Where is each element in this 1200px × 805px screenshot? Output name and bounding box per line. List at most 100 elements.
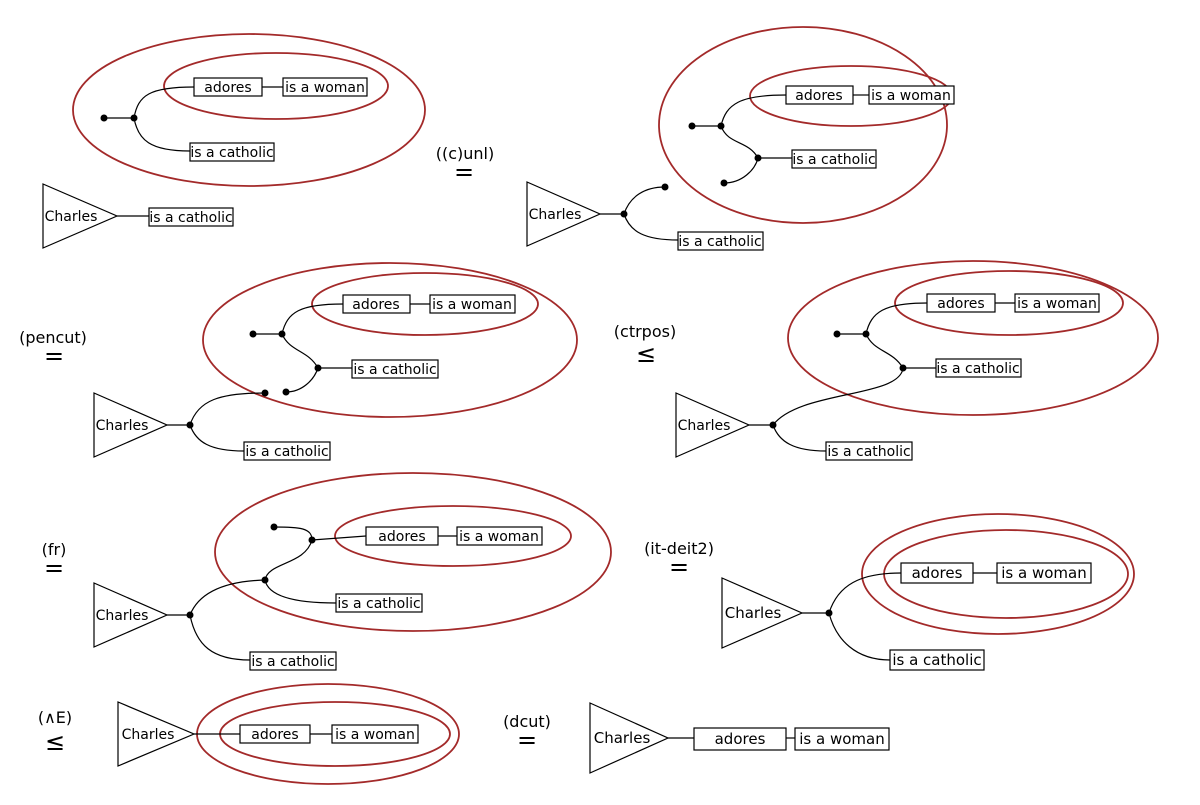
wire	[828, 572, 902, 614]
charles-triangle	[42, 183, 119, 249]
panel-5: adores is a woman is a catholic Charles …	[93, 472, 612, 671]
relation-symbol: =	[669, 553, 689, 581]
box-adores	[785, 85, 854, 105]
box-is-a-woman-label: is a woman	[432, 297, 512, 313]
box-is-a-catholic	[791, 149, 877, 169]
node-dot	[314, 364, 322, 372]
wire	[273, 526, 313, 541]
wire	[133, 86, 195, 119]
wire	[865, 302, 928, 335]
node-dot	[186, 611, 194, 619]
box-is-a-catholic-label: is a catholic	[251, 654, 334, 670]
charles-label: Charles	[725, 604, 782, 622]
relation-symbol: ≤	[45, 728, 65, 756]
box-adores-label: adores	[715, 730, 766, 748]
charles-triangle	[93, 582, 169, 648]
box-is-a-woman	[868, 85, 955, 105]
rule-label: (fr)	[42, 540, 67, 559]
box-adores-label: adores	[378, 529, 425, 545]
node-dot	[899, 364, 907, 372]
box-is-a-catholic	[189, 142, 275, 162]
box-adores	[926, 293, 996, 313]
wire	[720, 94, 787, 127]
box-is-a-catholic	[351, 359, 439, 379]
wire	[623, 186, 666, 215]
node-dot	[825, 609, 833, 617]
wire	[828, 612, 891, 661]
node-dot	[308, 536, 316, 544]
box-is-a-woman-label: is a woman	[871, 88, 951, 104]
charles-triangle	[117, 701, 196, 767]
charles-label: Charles	[96, 418, 149, 434]
wire	[772, 367, 904, 426]
box-is-a-woman	[429, 294, 516, 314]
wire	[189, 392, 266, 426]
box-is-a-woman	[794, 727, 890, 751]
cut-outer	[861, 513, 1135, 635]
charles-label: Charles	[678, 418, 731, 434]
wire	[264, 539, 313, 581]
box-adores	[900, 562, 974, 584]
cut-inner	[334, 505, 572, 567]
relation-symbol: =	[517, 726, 537, 754]
box-adores-label: adores	[204, 80, 251, 96]
box-is-a-catholic	[825, 441, 913, 461]
rule-label: (∧E)	[38, 708, 72, 727]
node-dot	[100, 114, 108, 122]
panel-8: Charles adores is a woman	[589, 702, 890, 774]
box-is-a-woman-label: is a woman	[459, 529, 539, 545]
rule-label: (it-deit2)	[644, 539, 714, 558]
box-is-a-woman	[456, 526, 543, 546]
box-is-a-catholic-label: is a catholic	[792, 152, 875, 168]
box-is-a-woman	[996, 562, 1092, 584]
box-adores-label: adores	[912, 564, 963, 582]
cut-inner	[163, 52, 389, 120]
node-dot	[769, 421, 777, 429]
box-adores	[342, 294, 411, 314]
box-is-a-catholic	[243, 441, 331, 461]
box-is-a-catholic	[677, 231, 764, 251]
cut-outer	[202, 262, 578, 418]
wire	[623, 213, 679, 241]
box-adores-label: adores	[251, 727, 298, 743]
rule-label: ((c)unl)	[436, 144, 495, 163]
box-is-a-catholic-label: is a catholic	[190, 145, 273, 161]
node-dot	[862, 330, 870, 338]
box-is-a-catholic-label: is a catholic	[353, 362, 436, 378]
cut-outer	[72, 33, 426, 187]
panel-3: adores is a woman is a catholic Charles …	[93, 262, 578, 461]
box-adores	[365, 526, 439, 546]
box-is-a-catholic-label: is a catholic	[337, 596, 420, 612]
node-dot	[278, 330, 286, 338]
box-is-a-woman-label: is a woman	[1001, 564, 1086, 582]
box-is-a-woman-label: is a woman	[1017, 296, 1097, 312]
wire	[281, 333, 319, 369]
box-is-a-woman	[282, 77, 368, 97]
cut-inner	[894, 270, 1124, 336]
charles-triangle	[675, 392, 751, 458]
panel-1: adores is a woman is a catholic Charles …	[42, 33, 426, 249]
box-is-a-catholic	[249, 651, 337, 671]
wire	[772, 424, 827, 452]
charles-triangle	[721, 577, 804, 649]
node-dot	[249, 330, 257, 338]
node-dot	[688, 122, 696, 130]
wire	[865, 333, 904, 369]
node-dot	[261, 389, 269, 397]
node-dot	[833, 330, 841, 338]
relation-symbol: =	[44, 554, 64, 582]
cut-inner	[311, 272, 539, 336]
box-is-a-woman-label: is a woman	[799, 730, 884, 748]
charles-triangle	[589, 702, 670, 774]
box-adores-label: adores	[937, 296, 984, 312]
wire	[723, 157, 759, 184]
charles-triangle	[93, 392, 169, 458]
charles-label: Charles	[122, 727, 175, 743]
node-dot	[282, 388, 290, 396]
box-is-a-catholic-label: is a catholic	[245, 444, 328, 460]
box-is-a-catholic	[935, 358, 1022, 378]
panel-2: adores is a woman is a catholic Charles …	[526, 26, 955, 251]
box-adores	[693, 727, 787, 751]
box-is-a-catholic	[148, 207, 234, 227]
